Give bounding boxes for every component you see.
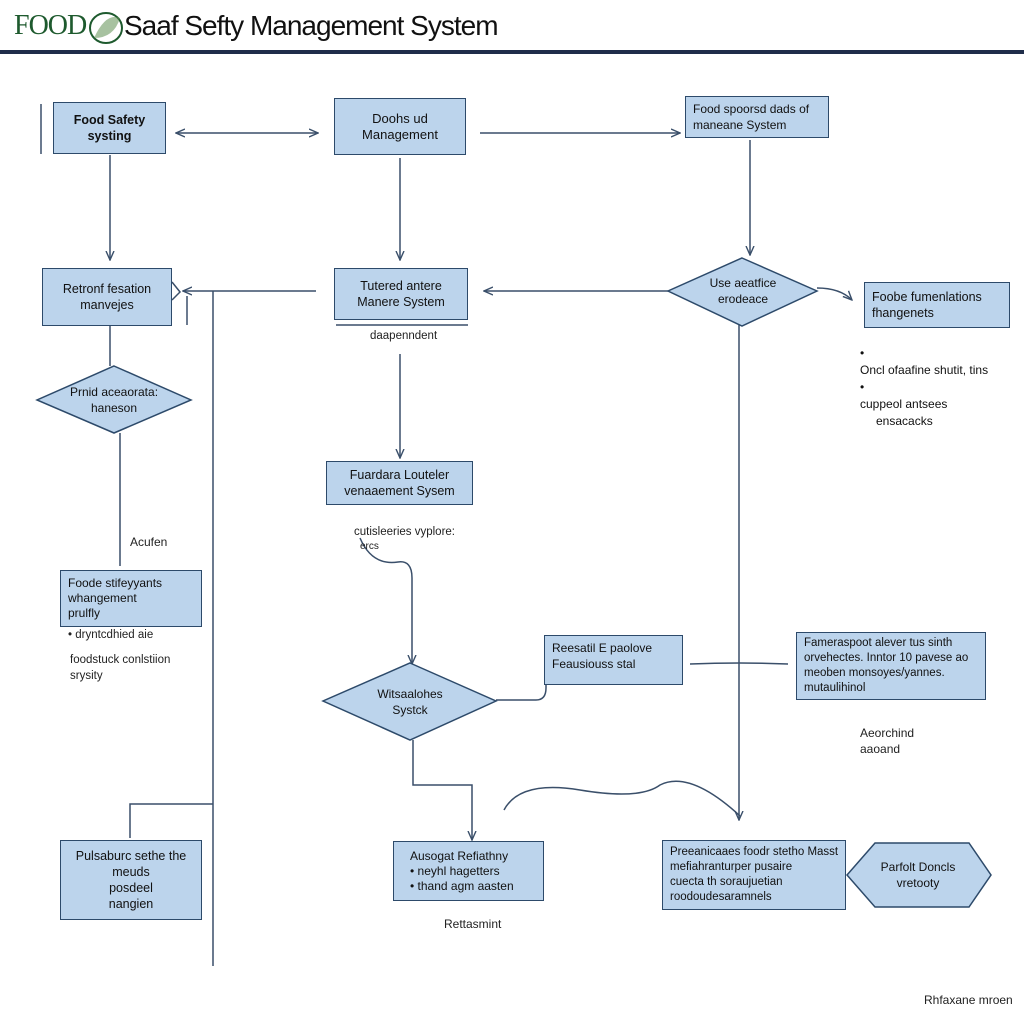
parfolt-label: Parfolt Doncls vretooty xyxy=(880,860,956,890)
header: FOOD Saaf Sefty Management System xyxy=(0,0,1024,54)
annotation-cutisleeries: cutisleeries vyplore: xyxy=(354,526,455,538)
ausogat-item: • neyhl hagetters xyxy=(410,863,500,878)
annotation-foodstuck: foodstuck conlstiion srysity xyxy=(70,654,171,682)
right-bullet-sub: ensacacks xyxy=(876,414,933,428)
node-fuardara: Fuardara Louteler venaaement Sysem xyxy=(326,461,473,505)
page-title: Saaf Sefty Management System xyxy=(124,10,499,41)
decision-diamond-mid xyxy=(321,662,498,741)
node-preeaniceaes: Preeanicaaes foodr stetho Masst mefiahra… xyxy=(662,840,846,910)
connector xyxy=(171,281,182,301)
logo-text: FOOD xyxy=(14,10,87,41)
annotation-daapennent: daapenndent xyxy=(370,330,438,342)
footer-text: Rhfaxane mroen xyxy=(924,993,1013,1007)
connector xyxy=(412,740,472,840)
node-pulsaburc: Pulsaburc sethe the meuds posdeel nangie… xyxy=(60,840,202,920)
decision-diamond-top xyxy=(666,257,819,327)
decision-diamond-left xyxy=(35,365,193,434)
annotation-rettasmint: Rettasmint xyxy=(444,917,502,931)
annotation-aeorchind: Aeorchind aaoand xyxy=(860,726,915,756)
logo-leaf-icon xyxy=(89,12,123,44)
node-tutered-manere: Tutered antere Manere System xyxy=(334,268,468,320)
decision-top-label: Use aeatfice erodeace xyxy=(709,276,777,306)
annotation-acufen: Acufen xyxy=(130,535,168,549)
connector xyxy=(359,537,412,664)
node-retronf: Retronf fesation manvejes xyxy=(42,268,172,326)
node-food-safety-system: Food Safety systing xyxy=(53,102,166,154)
node-food-spoorsd: Food spoorsd dads of maneane System xyxy=(685,96,829,138)
node-recesatil: Reesatil E paolove Feausiouss stal xyxy=(544,635,683,685)
connector xyxy=(689,662,789,665)
right-bullet-item: • Oncl ofaafine shutit, tins xyxy=(860,346,989,377)
node-foobe-fumenlations: Foobe fumenlations fhangenets xyxy=(864,282,1010,328)
connector xyxy=(816,287,852,300)
annotation-right-bullets: • Oncl ofaafine shutit, tins • cuppeol a… xyxy=(860,345,988,430)
ausogat-item: • thand agm aasten xyxy=(410,878,514,893)
connector xyxy=(496,660,547,701)
parfolt-hexagon xyxy=(846,842,992,908)
decision-mid-label: Witsaalohes Systck xyxy=(377,687,443,717)
node-foode-stifey: Foode stifeyyants whangement prulfly xyxy=(60,570,202,627)
node-famerap: Fameraspoot alever tus sinth orvehectes.… xyxy=(796,632,986,700)
annotation-cutisleeries-sub: ercs xyxy=(360,541,379,552)
connector xyxy=(129,803,213,838)
decision-left-label: Prnid aceaorata: haneson xyxy=(69,385,159,415)
annotation-bullet-left: • dryntcdhied aie xyxy=(68,629,154,641)
right-bullet-item: • cuppeol antsees xyxy=(860,380,948,411)
node-ausogat: Ausogat Refiathny • neyhl hagetters • th… xyxy=(393,841,544,901)
ausogat-title: Ausogat Refiathny xyxy=(410,848,509,863)
connector xyxy=(503,780,741,817)
node-doohs-management: Doohs ud Management xyxy=(334,98,466,155)
